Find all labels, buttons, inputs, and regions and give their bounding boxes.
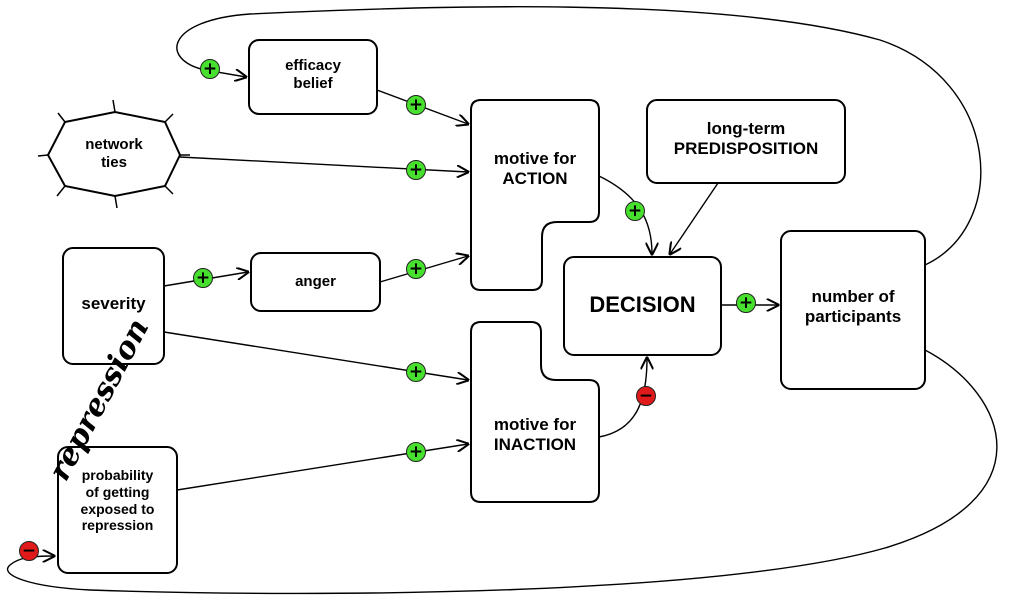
edge-participants-to-efficacy [176, 6, 982, 266]
efficacy-belief-box [248, 39, 378, 115]
plus-sign-severity-inaction: + [406, 362, 426, 382]
anger-label: anger [295, 273, 336, 290]
minus-sign-participants-probability: − [19, 541, 39, 561]
motive-action-label: motive for ACTION [493, 149, 577, 189]
motive-inaction-label: motive for INACTION [493, 415, 577, 455]
long-term-label: long-term PREDISPOSITION [673, 119, 819, 159]
motive-action-shape [470, 99, 600, 291]
decision-label: DECISION [589, 292, 696, 317]
decision-box [563, 256, 722, 356]
plus-sign-network-action: + [406, 160, 426, 180]
plus-sign-decision-participants: + [736, 293, 756, 313]
edge-longterm-to-decision [670, 182, 719, 254]
probability-box [57, 446, 178, 574]
plus-sign-action-decision: + [625, 201, 645, 221]
probability-label: probability of getting exposed to repres… [80, 467, 155, 534]
plus-sign-efficacy-action: + [406, 95, 426, 115]
plus-sign-severity-anger: + [193, 268, 213, 288]
efficacy-belief-label: efficacy belief [285, 57, 341, 92]
severity-box [62, 247, 165, 365]
long-term-box [646, 99, 846, 184]
network-ties-spikes [37, 99, 190, 209]
network-ties-label: network ties [85, 136, 143, 171]
plus-sign-probability-inaction: + [406, 442, 426, 462]
participants-label: number of participants [804, 287, 902, 327]
edge-inaction-to-decision [598, 358, 647, 438]
severity-label: severity [81, 294, 146, 313]
motive-inaction-shape [470, 321, 600, 503]
edge-participants-to-probability [7, 349, 998, 595]
participants-box [780, 230, 926, 390]
plus-sign-efficacy-in: + [200, 59, 220, 79]
plus-sign-anger-action: + [406, 259, 426, 279]
minus-sign-inaction-decision: − [636, 386, 656, 406]
